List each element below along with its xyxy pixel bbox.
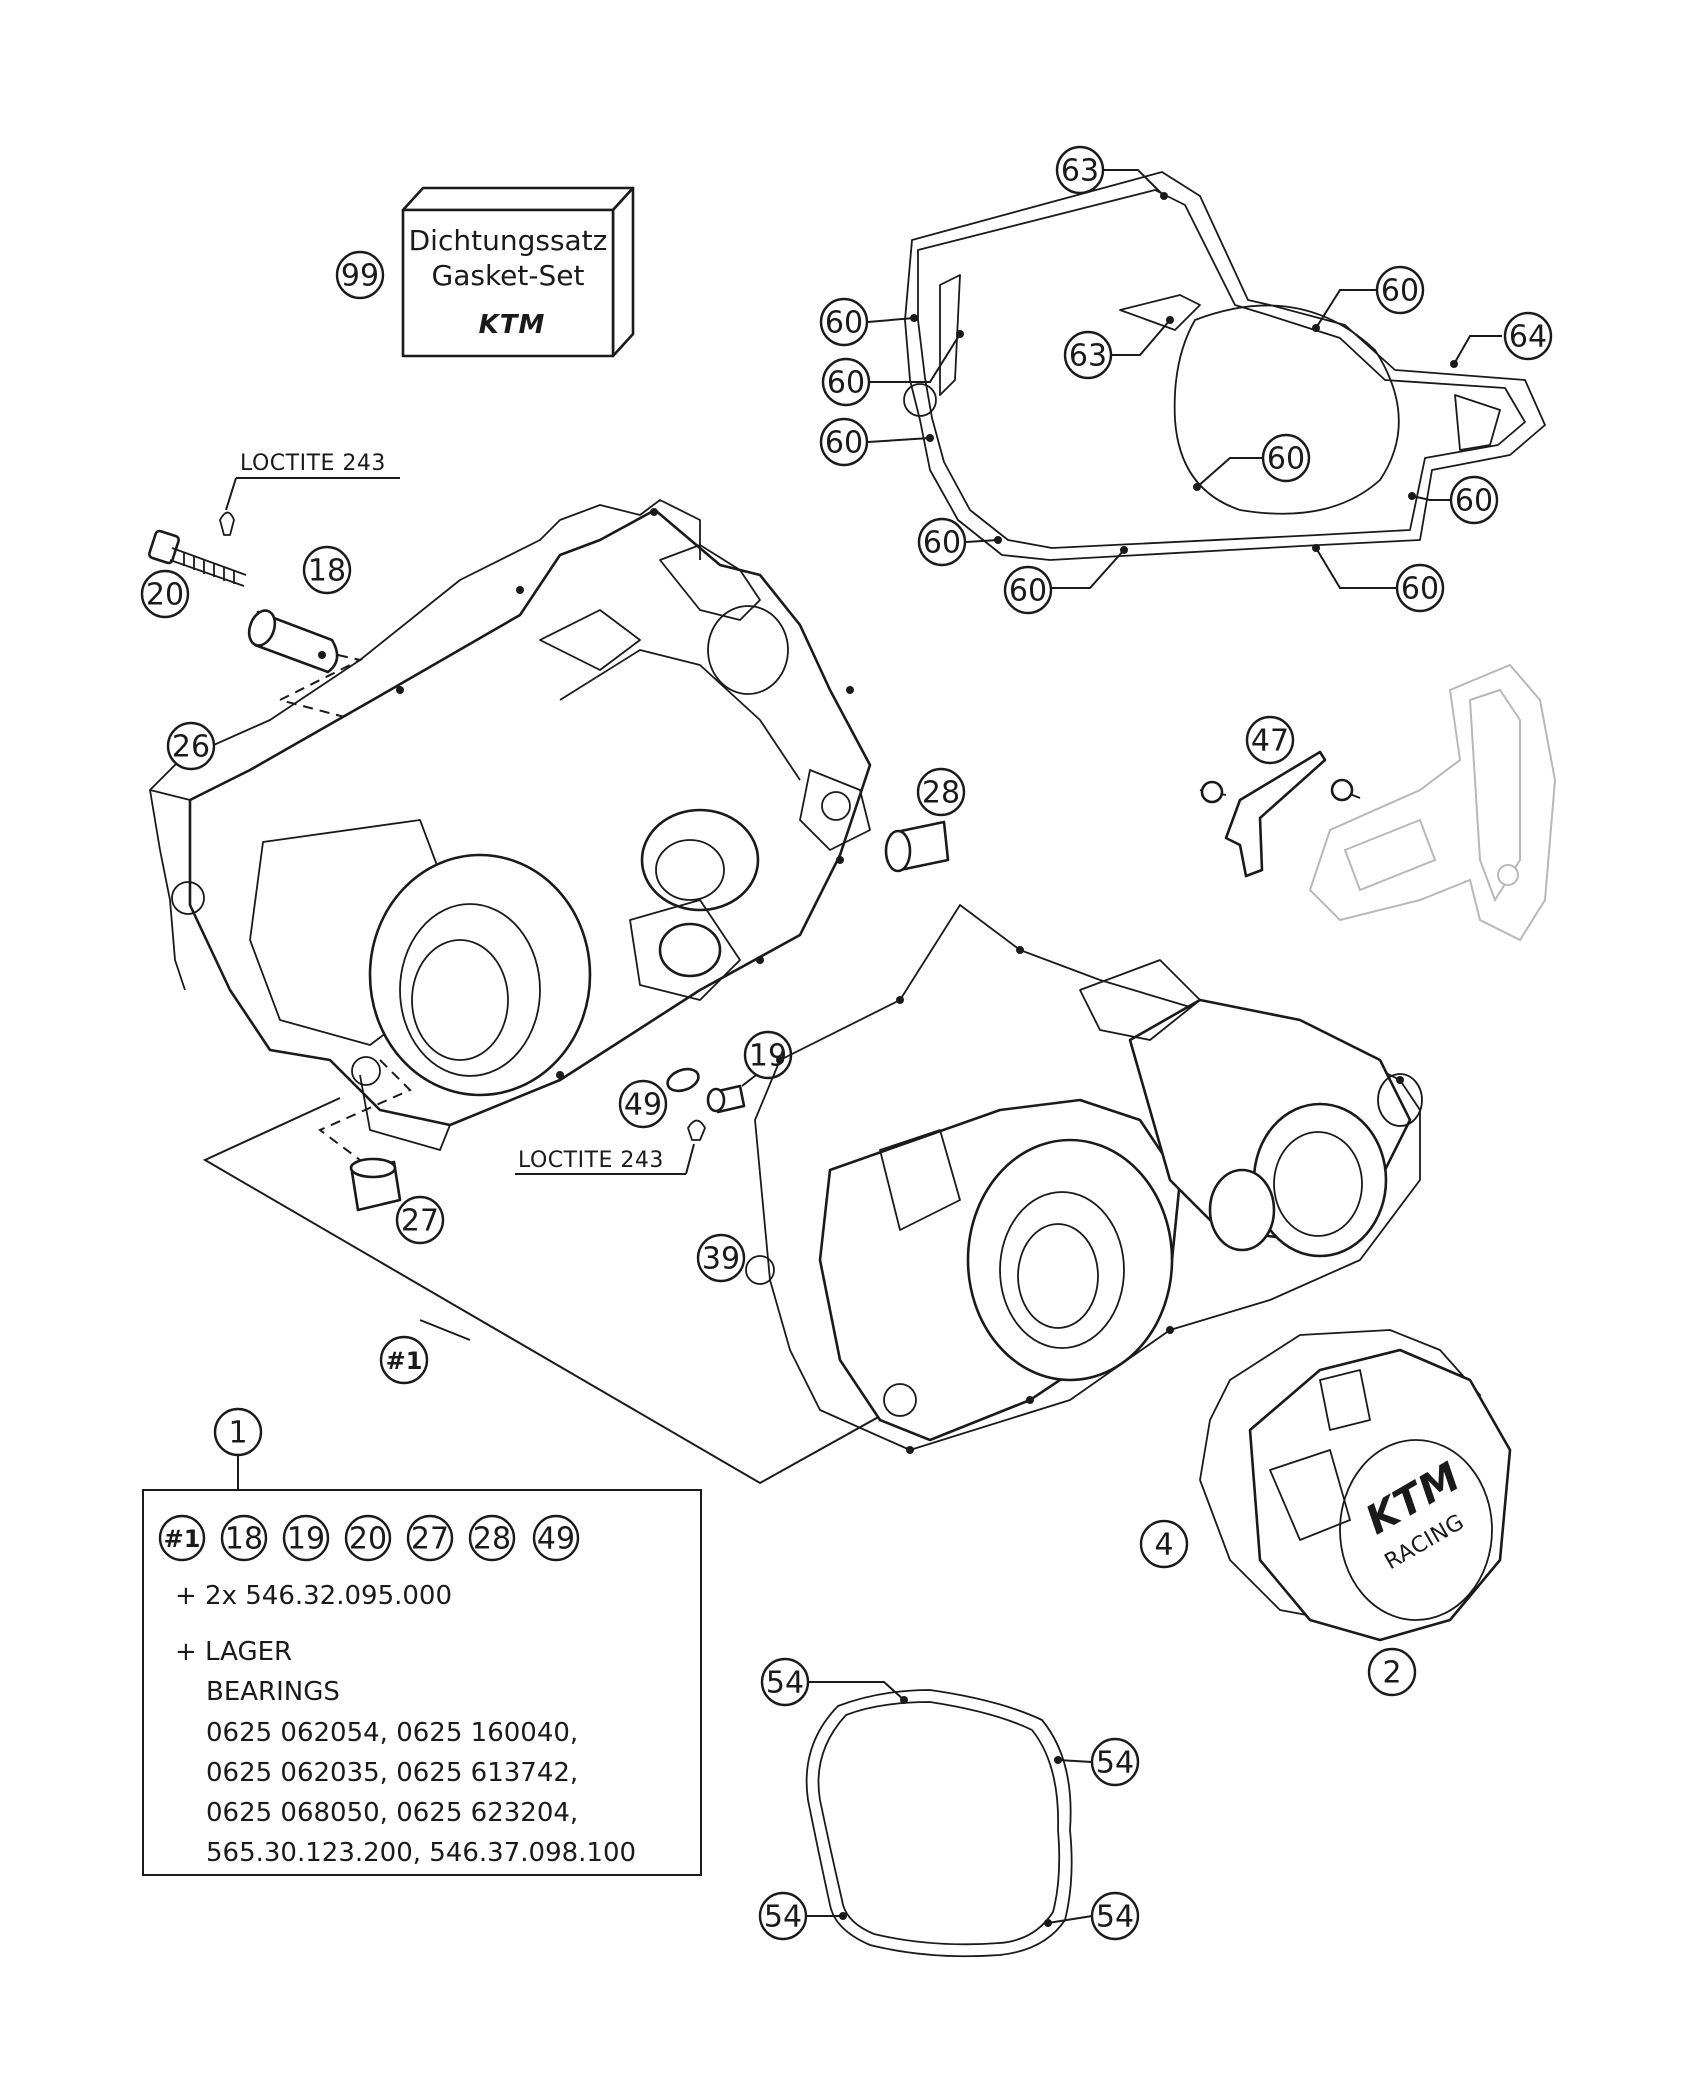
callout-47[interactable]: 47 bbox=[1245, 715, 1295, 765]
callout-60[interactable]: 60 bbox=[917, 517, 967, 567]
svg-text:20: 20 bbox=[349, 1522, 387, 1557]
svg-text:60: 60 bbox=[1267, 442, 1305, 477]
ignition-cover-2: KTM RACING bbox=[1248, 1348, 1512, 1642]
kit-bearings-line: 0625 062035, 0625 613742, bbox=[206, 1758, 578, 1788]
left-crankcase-half bbox=[149, 499, 872, 1151]
callout-60[interactable]: 60 bbox=[819, 297, 869, 347]
callout-19[interactable]: 19 bbox=[743, 1030, 793, 1080]
svg-text:19: 19 bbox=[749, 1039, 787, 1074]
svg-text:18: 18 bbox=[308, 554, 346, 589]
svg-text:54: 54 bbox=[764, 1900, 802, 1935]
callout-20[interactable]: 20 bbox=[140, 569, 190, 619]
callout-60[interactable]: 60 bbox=[819, 417, 869, 467]
svg-text:60: 60 bbox=[825, 306, 863, 341]
svg-text:60: 60 bbox=[1455, 484, 1493, 519]
callout-54[interactable]: 54 bbox=[758, 1891, 808, 1941]
svg-text:63: 63 bbox=[1069, 339, 1107, 374]
callout-60[interactable]: 60 bbox=[821, 357, 871, 407]
callout-49[interactable]: 49 bbox=[618, 1079, 668, 1129]
svg-text:26: 26 bbox=[172, 730, 210, 765]
callout-60[interactable]: 60 bbox=[1395, 563, 1445, 613]
svg-text:28: 28 bbox=[473, 1522, 511, 1557]
svg-text:64: 64 bbox=[1509, 320, 1547, 355]
callout-28[interactable]: 28 bbox=[916, 767, 966, 817]
kit-item-callouts: #1 18 19 20 27 28 49 bbox=[158, 1514, 580, 1562]
callout-60[interactable]: 60 bbox=[1449, 475, 1499, 525]
callout-39[interactable]: 39 bbox=[696, 1233, 746, 1283]
kit-line-lager: + LAGER bbox=[175, 1637, 292, 1667]
callout-63-top[interactable]: 63 bbox=[1055, 145, 1105, 195]
plug-49 bbox=[666, 1067, 706, 1141]
callout-60[interactable]: 60 bbox=[1003, 565, 1053, 615]
callout-63-middle[interactable]: 63 bbox=[1063, 330, 1113, 380]
svg-text:#1: #1 bbox=[386, 1347, 423, 1375]
svg-text:60: 60 bbox=[825, 426, 863, 461]
svg-text:60: 60 bbox=[923, 526, 961, 561]
clutch-cover-gasket bbox=[903, 171, 1546, 561]
callout-54[interactable]: 54 bbox=[1090, 1737, 1140, 1787]
callout-60[interactable]: 60 bbox=[1261, 433, 1311, 483]
chain-guide-ghost bbox=[1308, 663, 1557, 942]
svg-text:28: 28 bbox=[922, 776, 960, 811]
callout-4[interactable]: 4 bbox=[1139, 1519, 1189, 1569]
svg-text:49: 49 bbox=[537, 1522, 575, 1557]
svg-text:63: 63 bbox=[1061, 154, 1099, 189]
callout-2[interactable]: 2 bbox=[1367, 1647, 1417, 1697]
svg-text:27: 27 bbox=[401, 1204, 439, 1239]
svg-text:20: 20 bbox=[146, 578, 184, 613]
callout-1[interactable]: 1 bbox=[213, 1407, 263, 1457]
svg-text:99: 99 bbox=[341, 259, 379, 294]
bracket-47 bbox=[1199, 750, 1361, 878]
callout-set-1[interactable]: #1 bbox=[379, 1335, 429, 1385]
kit-line-screws: + 2x 546.32.095.000 bbox=[175, 1581, 452, 1611]
callout-99[interactable]: 99 bbox=[335, 250, 385, 300]
svg-text:LOCTITE 243: LOCTITE 243 bbox=[240, 451, 386, 476]
callout-64[interactable]: 64 bbox=[1503, 311, 1553, 361]
callout-26[interactable]: 26 bbox=[166, 721, 216, 771]
svg-text:#1: #1 bbox=[164, 1525, 201, 1553]
kit-bearings-title: BEARINGS bbox=[206, 1677, 340, 1707]
svg-text:39: 39 bbox=[702, 1242, 740, 1277]
callout-27[interactable]: 27 bbox=[395, 1195, 445, 1245]
bolt-20 bbox=[148, 529, 247, 587]
gasket-set-line1: Dichtungssatz bbox=[409, 224, 608, 257]
callout-54[interactable]: 54 bbox=[760, 1657, 810, 1707]
sleeve-18 bbox=[247, 609, 339, 674]
svg-text:27: 27 bbox=[411, 1522, 449, 1557]
right-crankcase-half bbox=[745, 904, 1423, 1454]
svg-text:60: 60 bbox=[1381, 274, 1419, 309]
kit-contents-box: #1 18 19 20 27 28 49 + 2x 546.32.095.000… bbox=[142, 1489, 702, 1876]
svg-text:49: 49 bbox=[624, 1088, 662, 1123]
screw-19 bbox=[706, 1084, 746, 1114]
svg-text:47: 47 bbox=[1251, 724, 1289, 759]
kit-bearings-line: 0625 068050, 0625 623204, bbox=[206, 1798, 578, 1828]
svg-text:2: 2 bbox=[1382, 1656, 1401, 1691]
callout-54[interactable]: 54 bbox=[1090, 1891, 1140, 1941]
gasket-set-box: Dichtungssatz Gasket-Set KTM bbox=[401, 186, 635, 358]
svg-text:60: 60 bbox=[1401, 572, 1439, 607]
svg-text:LOCTITE 243: LOCTITE 243 bbox=[518, 1148, 664, 1173]
svg-text:54: 54 bbox=[766, 1666, 804, 1701]
bushing-28 bbox=[884, 820, 950, 873]
ktm-logo: KTM bbox=[479, 310, 546, 340]
kit-bearings-line: 565.30.123.200, 546.37.098.100 bbox=[206, 1838, 636, 1868]
ignition-gasket-54 bbox=[805, 1689, 1073, 1958]
svg-text:1: 1 bbox=[228, 1416, 247, 1451]
dowel-27 bbox=[349, 1157, 402, 1212]
svg-text:18: 18 bbox=[225, 1522, 263, 1557]
svg-text:60: 60 bbox=[827, 366, 865, 401]
kit-bearings-line: 0625 062054, 0625 160040, bbox=[206, 1718, 578, 1748]
svg-text:19: 19 bbox=[287, 1522, 325, 1557]
loctite-upper: LOCTITE 243 bbox=[219, 451, 400, 536]
callout-60[interactable]: 60 bbox=[1375, 265, 1425, 315]
callout-18[interactable]: 18 bbox=[302, 545, 352, 595]
svg-text:54: 54 bbox=[1096, 1746, 1134, 1781]
svg-text:54: 54 bbox=[1096, 1900, 1134, 1935]
svg-text:60: 60 bbox=[1009, 574, 1047, 609]
svg-text:4: 4 bbox=[1154, 1528, 1173, 1563]
gasket-set-line2: Gasket-Set bbox=[432, 259, 585, 292]
loctite-lower: LOCTITE 243 bbox=[515, 1143, 695, 1175]
